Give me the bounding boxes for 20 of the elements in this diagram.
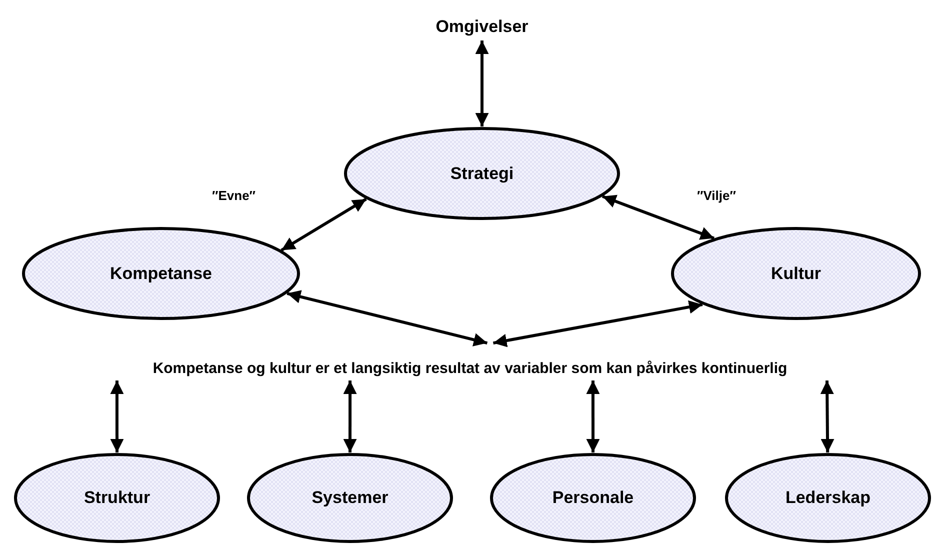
context-label: Omgivelser — [436, 17, 528, 37]
node-label: Lederskap — [785, 488, 871, 508]
double-arrow — [475, 40, 489, 126]
node-label: Personale — [552, 488, 634, 508]
double-arrow — [286, 290, 488, 346]
caption-text: Kompetanse og kultur er et langsiktig resultat av variabler som kan påvirkes kontinuerlig — [152, 360, 788, 376]
double-arrow — [492, 300, 703, 348]
double-arrow — [602, 194, 715, 240]
double-arrow — [110, 380, 124, 452]
node-label: Kultur — [770, 264, 822, 284]
double-arrow — [820, 380, 834, 453]
double-arrow — [343, 380, 357, 452]
double-arrow — [280, 198, 367, 252]
edge-label: ″Evne″ — [212, 188, 256, 203]
node-label: Struktur — [84, 488, 150, 508]
edge-label: ″Vilje″ — [697, 188, 736, 203]
double-arrow — [586, 380, 600, 452]
node-label: Strategi — [450, 164, 514, 184]
node-label: Systemer — [312, 488, 388, 508]
node-label: Kompetanse — [110, 264, 212, 284]
